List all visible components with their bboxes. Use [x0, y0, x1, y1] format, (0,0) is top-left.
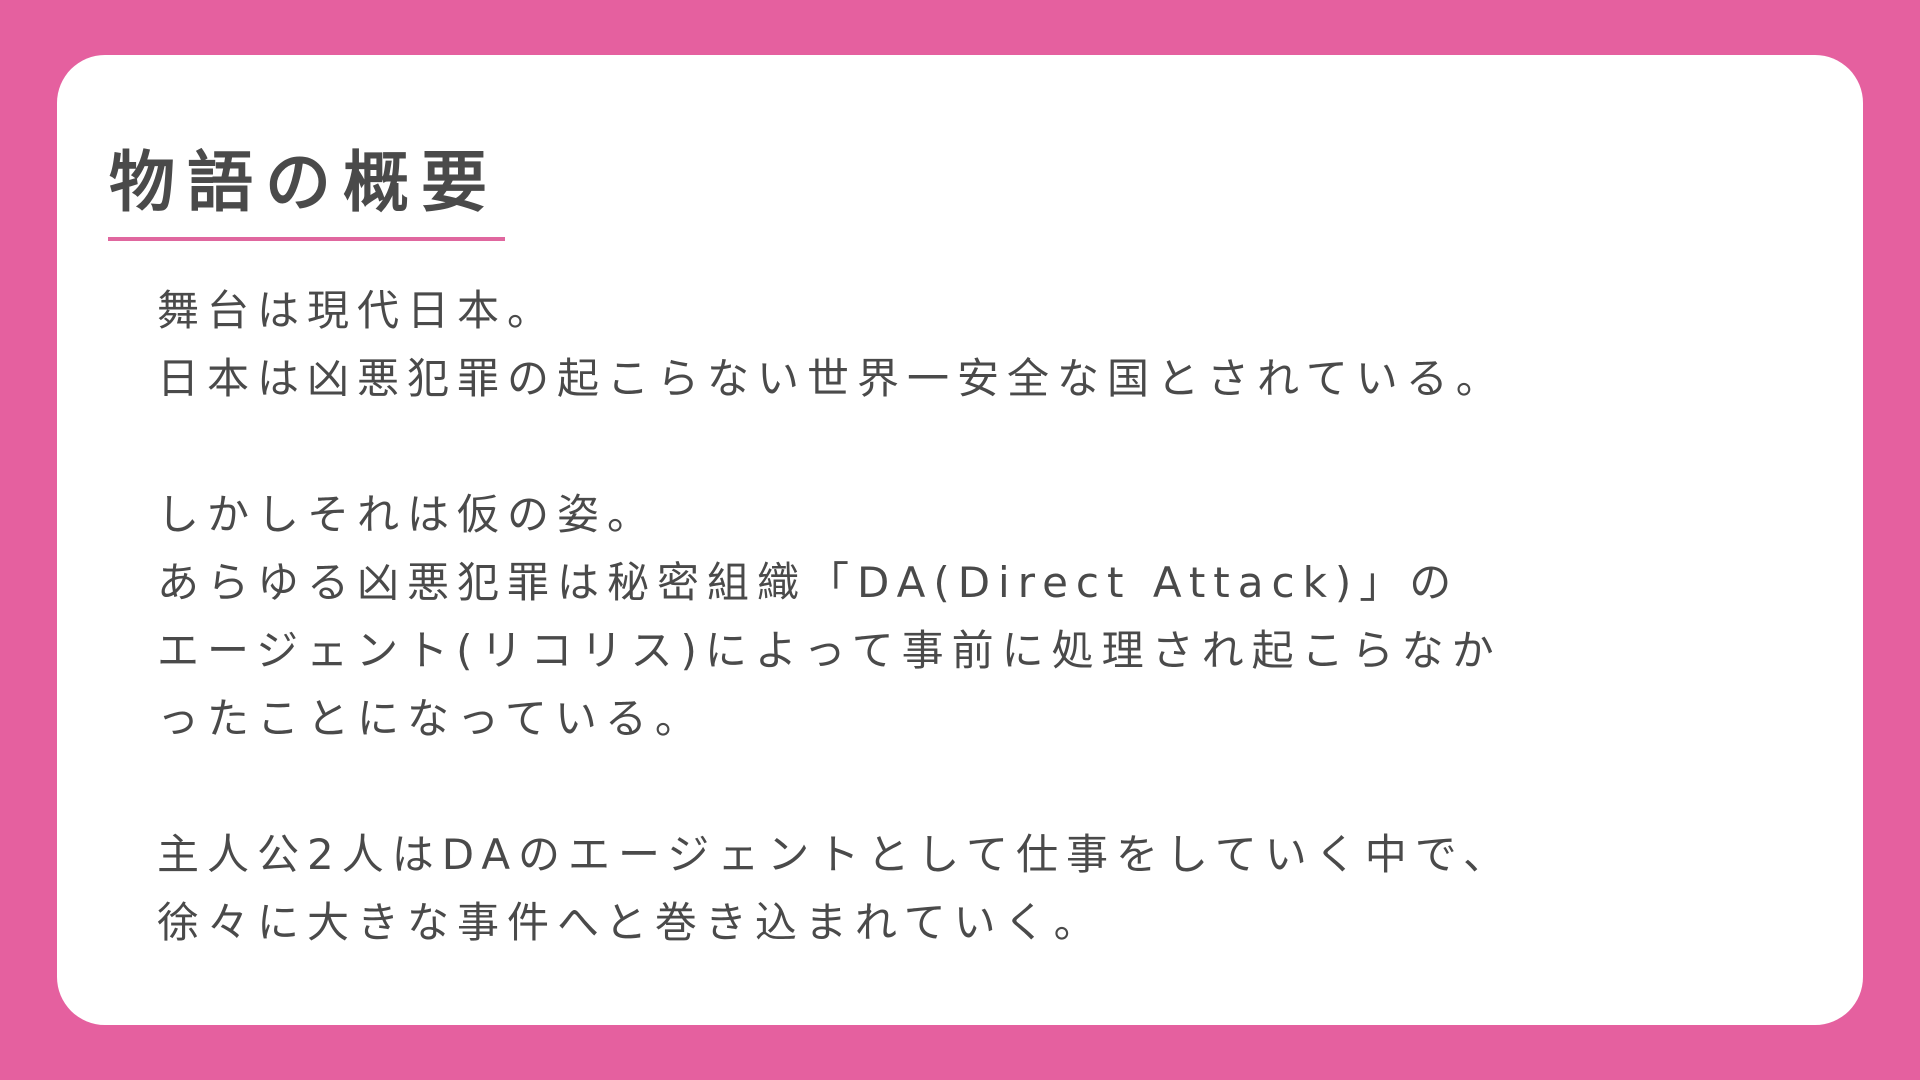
slide-card: 物語の概要 舞台は現代日本。 日本は凶悪犯罪の起こらない世界一安全な国とされてい… [57, 55, 1863, 1025]
body-line: 日本は凶悪犯罪の起こらない世界一安全な国とされている。 [157, 354, 1506, 403]
body-line: しかしそれは仮の姿。 [157, 490, 658, 539]
slide-body: 舞台は現代日本。 日本は凶悪犯罪の起こらない世界一安全な国とされている。 しかし… [157, 277, 1837, 957]
paragraph-setting: 舞台は現代日本。 日本は凶悪犯罪の起こらない世界一安全な国とされている。 [157, 277, 1837, 413]
title-underline [108, 237, 505, 241]
body-line: 徐々に大きな事件へと巻き込まれていく。 [157, 898, 1104, 947]
body-line: あらゆる凶悪犯罪は秘密組織「DA(Direct Attack)」の [157, 558, 1460, 607]
body-line: 主人公2人はDAのエージェントとして仕事をしていく中で、 [157, 830, 1514, 879]
body-line: 舞台は現代日本。 [157, 286, 558, 335]
paragraph-protagonists: 主人公2人はDAのエージェントとして仕事をしていく中で、 徐々に大きな事件へと巻… [157, 821, 1837, 957]
body-line: ったことになっている。 [157, 694, 705, 743]
paragraph-secret: しかしそれは仮の姿。 あらゆる凶悪犯罪は秘密組織「DA(Direct Attac… [157, 481, 1837, 753]
body-line: エージェント(リコリス)によって事前に処理され起こらなか [157, 626, 1502, 675]
slide-title: 物語の概要 [109, 143, 499, 221]
